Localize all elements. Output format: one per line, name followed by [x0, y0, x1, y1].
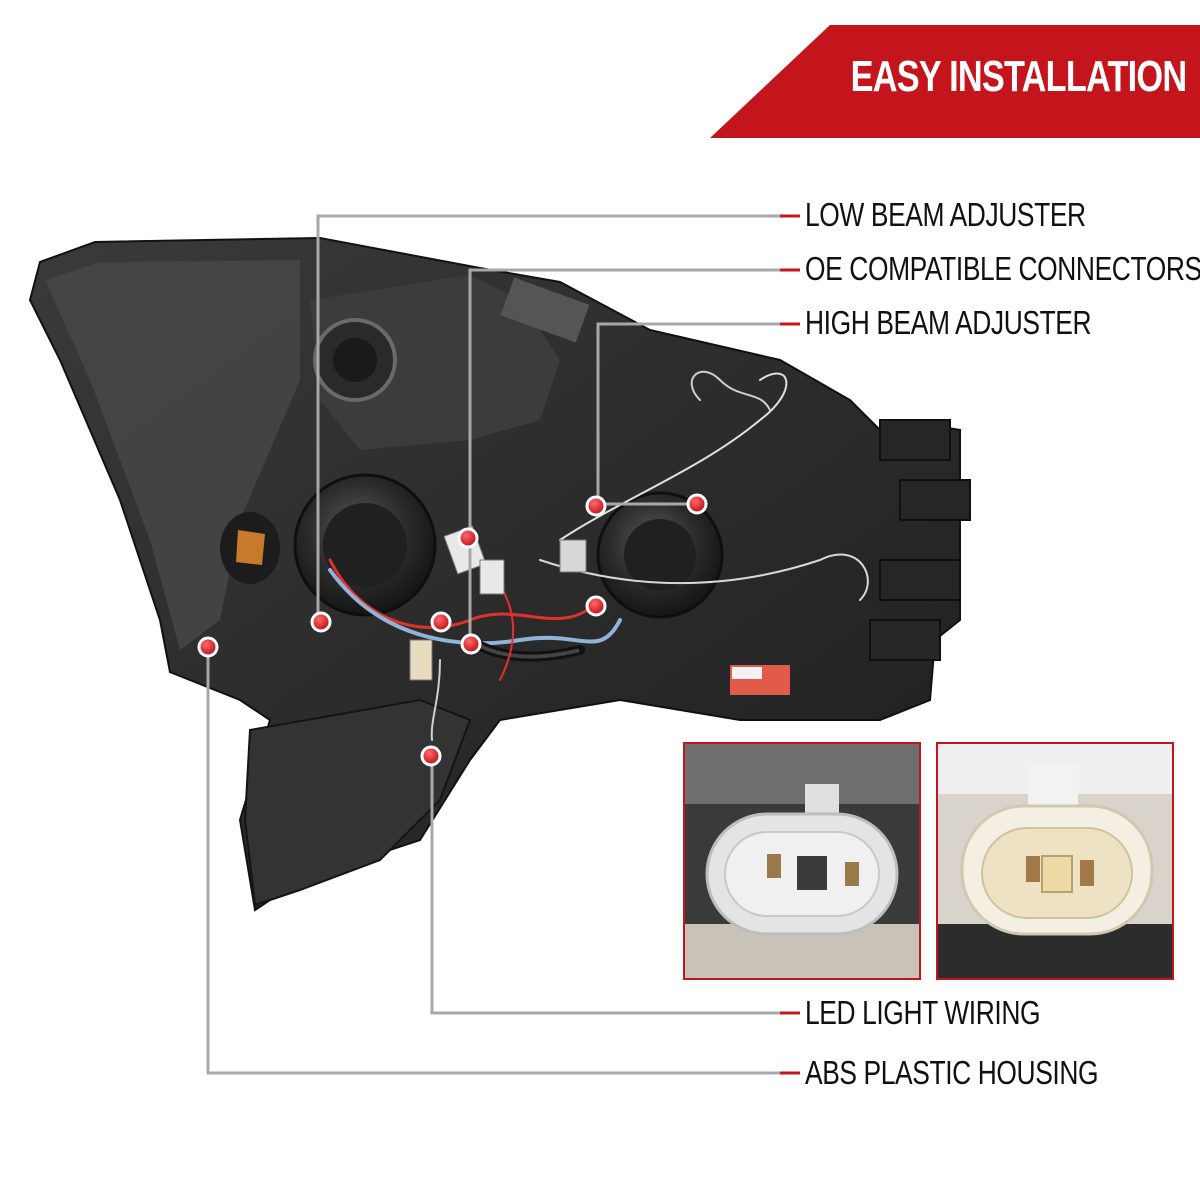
marker-connector-2: [457, 527, 479, 549]
housing-neck: [310, 275, 560, 450]
connector-closeup-white: [683, 742, 921, 980]
right-mounting-tabs: [869, 419, 971, 661]
connector-cream-illustration: [938, 744, 1172, 978]
connector-closeup-cream: [936, 742, 1174, 980]
connector-white-illustration: [685, 744, 919, 978]
marker-led-wiring: [420, 745, 442, 767]
marker-low-beam-adjuster: [310, 611, 332, 633]
mounting-bracket: [243, 698, 472, 907]
callout-low-beam-adjuster: LOW BEAM ADJUSTER: [805, 196, 1086, 233]
callout-markers: [197, 493, 708, 767]
low-beam-socket: [293, 473, 437, 617]
callout-oe-compatible-connectors: OE COMPATIBLE CONNECTORS: [805, 250, 1200, 287]
callout-high-beam-adjuster: HIGH BEAM ADJUSTER: [805, 304, 1092, 341]
housing-side-panel: [45, 260, 300, 650]
callout-led-light-wiring: LED LIGHT WIRING: [805, 994, 1041, 1031]
side-marker-lamp: [220, 512, 280, 584]
marker-abs-housing: [197, 636, 219, 658]
vent-hole: [333, 338, 377, 382]
marker-connector-3: [460, 633, 482, 655]
label-sticker-text-area: [732, 667, 762, 679]
callout-abs-plastic-housing: ABS PLASTIC HOUSING: [805, 1054, 1099, 1091]
high-beam-socket: [596, 491, 724, 619]
marker-high-beam-adjuster: [585, 495, 607, 517]
marker-high-beam-socket: [585, 595, 607, 617]
connector-housing: [500, 277, 590, 343]
marker-connector-1: [430, 611, 452, 633]
marker-high-beam-adjuster-2: [686, 493, 708, 515]
banner-title: EASY INSTALLATION: [850, 52, 1186, 101]
